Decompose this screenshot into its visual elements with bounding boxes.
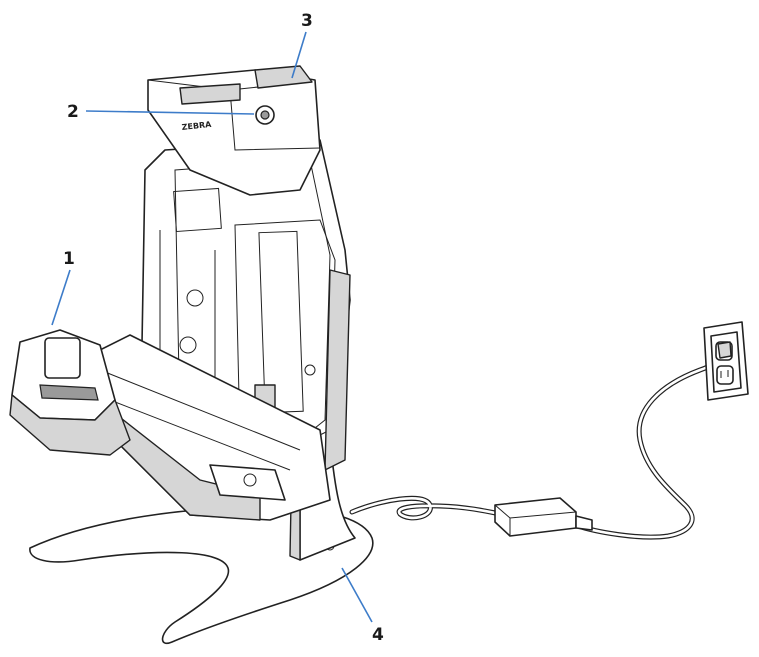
top-clamp: ZEBRA [147, 65, 321, 196]
callout-3-leader [291, 31, 307, 79]
power-adapter [494, 497, 593, 537]
wall-outlet [703, 321, 749, 401]
battery-charger-cup [9, 329, 131, 456]
bottom-tray [79, 334, 331, 521]
callout-1-label: 1 [63, 249, 75, 269]
power-cable [349, 351, 725, 540]
callout-3-label: 3 [301, 11, 313, 31]
callout-2-label: 2 [67, 102, 79, 122]
callout-4-leader [341, 567, 373, 623]
callout-1-leader [51, 269, 71, 326]
zebra-logo: ZEBRA [181, 120, 212, 132]
callout-2-leader [85, 110, 255, 115]
callout-4-label: 4 [372, 625, 384, 645]
